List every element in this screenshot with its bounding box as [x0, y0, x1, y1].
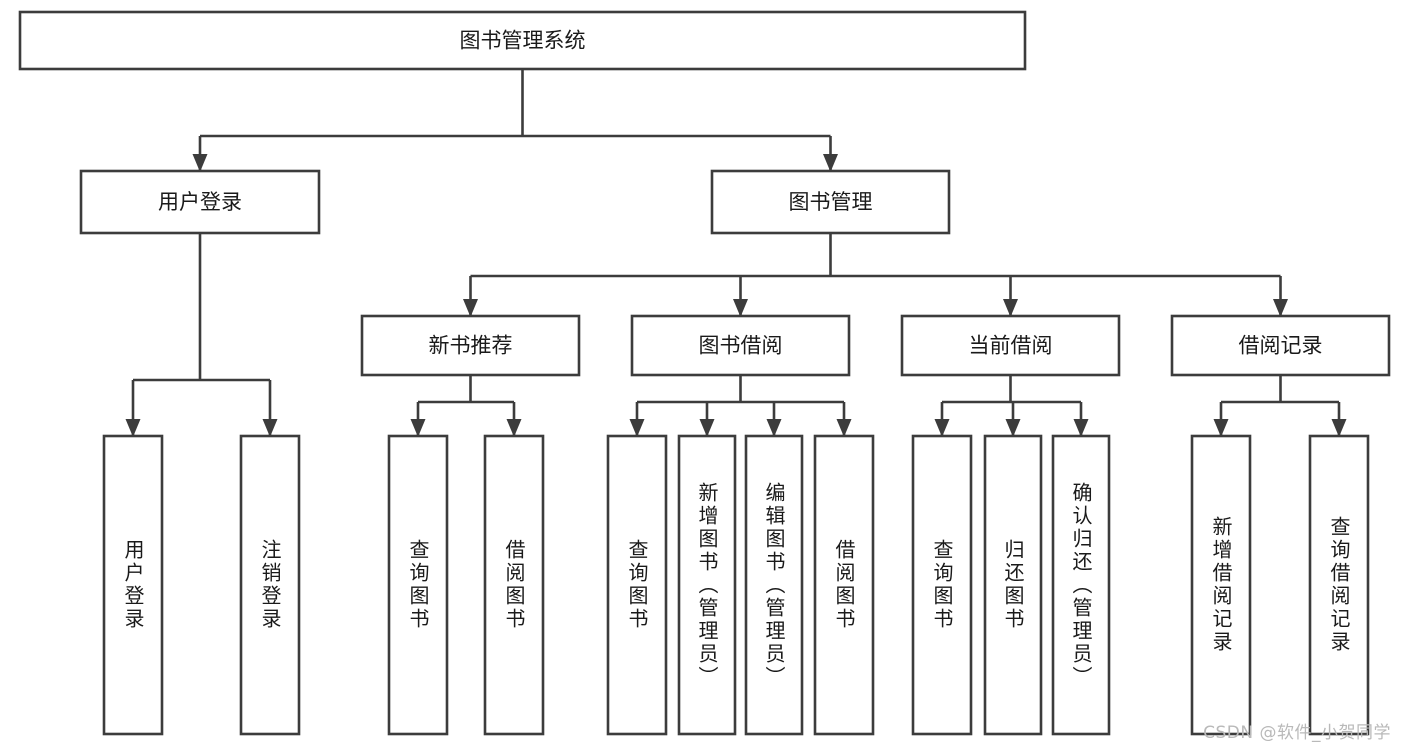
- node-leaf-query-borrow-record[interactable]: [1308, 434, 1370, 736]
- node-leaf-add-book-admin[interactable]: [677, 434, 737, 736]
- node-box: [1190, 434, 1252, 736]
- arrow-head-icon: [934, 419, 950, 437]
- arrow-head-icon: [410, 419, 426, 437]
- node-box: [79, 169, 321, 235]
- arrow-head-icon: [463, 299, 478, 317]
- node-box: [1308, 434, 1370, 736]
- node-leaf-edit-book-admin[interactable]: [744, 434, 804, 736]
- node-leaf-query-book-borrow[interactable]: [606, 434, 668, 736]
- node-box: [813, 434, 875, 736]
- node-box: [983, 434, 1043, 736]
- node-box: [677, 434, 737, 736]
- node-box: [630, 314, 851, 377]
- node-box: [387, 434, 449, 736]
- node-book-manage[interactable]: 图书管理: [710, 169, 951, 235]
- arrow-head-icon: [733, 299, 748, 317]
- arrow-head-icon: [766, 419, 782, 437]
- arrow-head-icon: [125, 419, 141, 437]
- node-leaf-borrow-book-recommend[interactable]: [483, 434, 545, 736]
- node-box: [18, 10, 1027, 71]
- node-box: [710, 169, 951, 235]
- node-book-borrow[interactable]: 图书借阅: [630, 314, 851, 377]
- node-label: 新书推荐: [429, 334, 513, 358]
- node-box: [900, 314, 1121, 377]
- arrow-head-icon: [262, 419, 278, 437]
- node-leaf-borrow-book[interactable]: [813, 434, 875, 736]
- node-box: [1051, 434, 1111, 736]
- node-user-login[interactable]: 用户登录: [79, 169, 321, 235]
- node-box: [360, 314, 581, 377]
- node-leaf-user-login[interactable]: [102, 434, 164, 736]
- arrow-head-icon: [506, 419, 522, 437]
- arrow-head-icon: [836, 419, 852, 437]
- connector-layer: [125, 69, 1347, 437]
- node-box: [744, 434, 804, 736]
- node-current-borrow[interactable]: 当前借阅: [900, 314, 1121, 377]
- node-box: [911, 434, 973, 736]
- node-box: [102, 434, 164, 736]
- arrow-head-icon: [699, 419, 715, 437]
- arrow-head-icon: [1003, 299, 1018, 317]
- node-label: 当前借阅: [969, 334, 1053, 358]
- arrow-head-icon: [1073, 419, 1089, 437]
- node-box: [239, 434, 301, 736]
- node-leaf-query-book-recommend[interactable]: [387, 434, 449, 736]
- node-root[interactable]: 图书管理系统: [18, 10, 1027, 71]
- watermark: CSDN @软件_小贺同学: [1203, 723, 1391, 743]
- node-box: [1170, 314, 1391, 377]
- node-label: 图书借阅: [699, 334, 783, 358]
- node-leaf-query-book-current[interactable]: [911, 434, 973, 736]
- node-box: [483, 434, 545, 736]
- node-label: 借阅记录: [1239, 334, 1323, 358]
- node-label: 图书管理系统: [460, 29, 586, 53]
- arrow-head-icon: [1331, 419, 1347, 437]
- arrow-head-icon: [1005, 419, 1021, 437]
- node-leaf-return-book[interactable]: [983, 434, 1043, 736]
- node-borrow-record[interactable]: 借阅记录: [1170, 314, 1391, 377]
- node-leaf-add-borrow-record[interactable]: [1190, 434, 1252, 736]
- node-new-book-recommend[interactable]: 新书推荐: [360, 314, 581, 377]
- node-leaf-confirm-return-admin[interactable]: [1051, 434, 1111, 736]
- arrow-head-icon: [1213, 419, 1229, 437]
- arrow-head-icon: [629, 419, 645, 437]
- arrow-head-icon: [192, 154, 208, 172]
- arrow-head-icon: [823, 154, 838, 172]
- node-leaf-logout[interactable]: [239, 434, 301, 736]
- node-box: [606, 434, 668, 736]
- node-label: 图书管理: [789, 190, 873, 214]
- node-label: 用户登录: [158, 190, 242, 214]
- arrow-head-icon: [1273, 299, 1288, 317]
